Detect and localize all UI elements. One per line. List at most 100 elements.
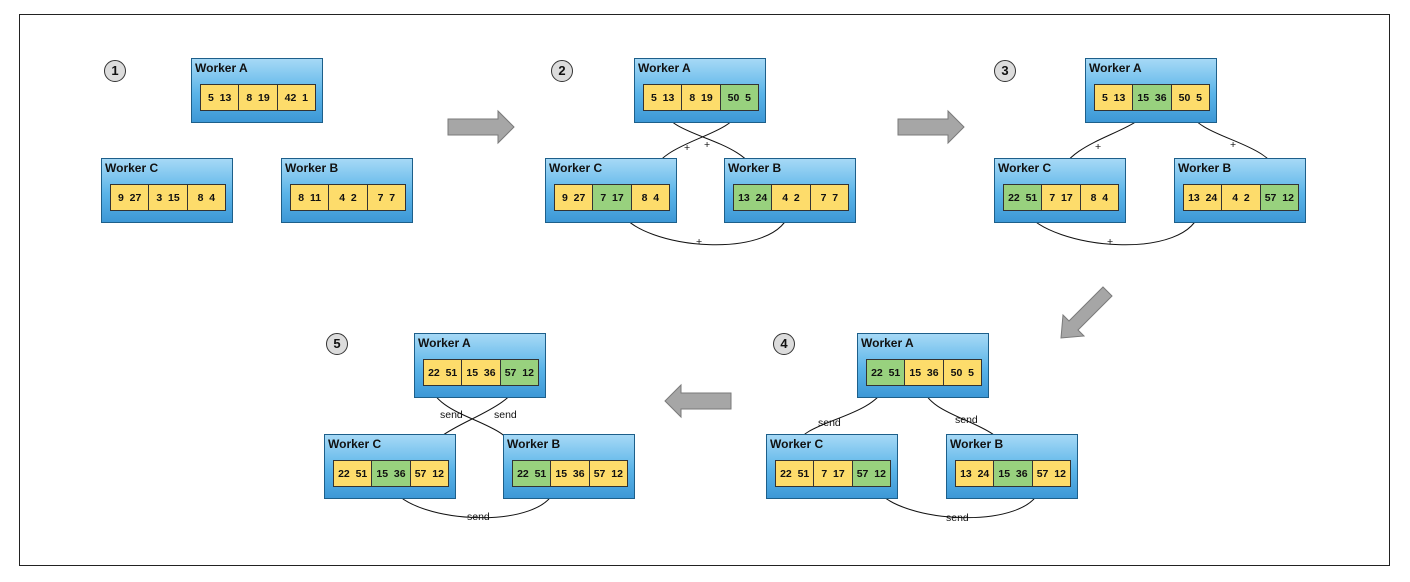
shard-cell: 8 19	[681, 85, 720, 110]
shard-row: 9 27 3 15 8 4	[110, 184, 226, 211]
shard-cell: 22 51	[513, 461, 551, 486]
shard-cell: 13 24	[734, 185, 772, 210]
shard-cell: 22 51	[334, 461, 372, 486]
worker-c-box: Worker C 9 27 3 15 8 4	[101, 158, 233, 223]
shard-row: 22 51 7 17 8 4	[1003, 184, 1119, 211]
shard-cell: 7 17	[592, 185, 631, 210]
shard-row: 22 51 15 36 50 5	[866, 359, 982, 386]
shard-row: 9 27 7 17 8 4	[554, 184, 670, 211]
worker-title: Worker A	[418, 336, 471, 350]
edge-label: +	[1230, 139, 1236, 151]
worker-title: Worker B	[285, 161, 339, 175]
shard-row: 5 13 8 19 50 5	[643, 84, 759, 111]
worker-title: Worker B	[950, 437, 1004, 451]
shard-cell: 15 36	[1132, 85, 1171, 110]
flow-arrow-2-3	[897, 109, 965, 145]
shard-cell: 5 13	[1095, 85, 1133, 110]
worker-c-box: Worker C 22 51 7 17 57 12	[766, 434, 898, 499]
shard-cell: 22 51	[1004, 185, 1042, 210]
edge-label: send	[467, 511, 490, 523]
shard-cell: 57 12	[409, 461, 448, 486]
worker-title: Worker C	[105, 161, 159, 175]
shard-cell: 57 12	[851, 461, 890, 486]
worker-title: Worker A	[195, 61, 248, 75]
shard-row: 22 51 15 36 57 12	[512, 460, 628, 487]
shard-cell: 57 12	[588, 461, 627, 486]
step-marker-1: 1	[104, 60, 126, 82]
worker-a-box: Worker A 5 13 8 19 42 1	[191, 58, 323, 123]
worker-b-box: Worker B 13 24 4 2 57 12	[1174, 158, 1306, 223]
shard-cell: 4 2	[1221, 185, 1260, 210]
worker-a-box: Worker A 5 13 15 36 50 5	[1085, 58, 1217, 123]
shard-cell: 57 12	[1031, 461, 1070, 486]
shard-row: 5 13 8 19 42 1	[200, 84, 316, 111]
edge-label: +	[1107, 236, 1113, 248]
shard-row: 22 51 7 17 57 12	[775, 460, 891, 487]
shard-cell: 13 24	[1184, 185, 1222, 210]
shard-cell: 7 7	[366, 185, 405, 210]
shard-cell: 15 36	[550, 461, 589, 486]
diagram-frame	[19, 14, 1390, 566]
shard-cell: 15 36	[461, 360, 500, 385]
shard-cell: 5 13	[644, 85, 682, 110]
shard-row: 13 24 4 2 7 7	[733, 184, 849, 211]
edge-p2-b-to-c	[619, 209, 791, 246]
shard-cell: 22 51	[424, 360, 462, 385]
shard-row: 5 13 15 36 50 5	[1094, 84, 1210, 111]
shard-cell: 8 4	[630, 185, 669, 210]
shard-cell: 50 5	[942, 360, 981, 385]
worker-c-box: Worker C 22 51 15 36 57 12	[324, 434, 456, 499]
shard-cell: 9 27	[555, 185, 593, 210]
worker-b-box: Worker B 13 24 4 2 7 7	[724, 158, 856, 223]
worker-title: Worker C	[998, 161, 1052, 175]
shard-cell: 50 5	[1170, 85, 1209, 110]
flow-arrow-3-4	[1060, 286, 1113, 339]
edge-p4-b-to-c	[874, 487, 1041, 519]
shard-cell: 4 2	[328, 185, 367, 210]
worker-c-box: Worker C 22 51 7 17 8 4	[994, 158, 1126, 223]
shard-row: 13 24 15 36 57 12	[955, 460, 1071, 487]
edge-label: +	[704, 139, 710, 151]
edge-label: send	[818, 417, 841, 429]
worker-a-box: Worker A 5 13 8 19 50 5	[634, 58, 766, 123]
edge-p3-b-to-c	[1024, 209, 1201, 246]
edge-label: +	[684, 142, 690, 154]
step-marker-5: 5	[326, 333, 348, 355]
step-marker-3: 3	[994, 60, 1016, 82]
edge-label: +	[696, 236, 702, 248]
worker-title: Worker B	[728, 161, 782, 175]
shard-cell: 8 4	[186, 185, 225, 210]
shard-cell: 22 51	[776, 461, 814, 486]
shard-row: 22 51 15 36 57 12	[423, 359, 539, 386]
worker-title: Worker B	[507, 437, 561, 451]
shard-cell: 15 36	[993, 461, 1032, 486]
edge-p5-b-to-c	[391, 487, 556, 519]
shard-cell: 22 51	[867, 360, 905, 385]
shard-cell: 7 17	[1041, 185, 1080, 210]
edge-label: send	[946, 512, 969, 524]
shard-cell: 9 27	[111, 185, 149, 210]
worker-b-box: Worker B 8 11 4 2 7 7	[281, 158, 413, 223]
step-marker-4: 4	[773, 333, 795, 355]
worker-b-box: Worker B 13 24 15 36 57 12	[946, 434, 1078, 499]
shard-cell: 57 12	[499, 360, 538, 385]
shard-cell: 8 4	[1079, 185, 1118, 210]
shard-cell: 3 15	[148, 185, 187, 210]
flow-arrow-1-2	[447, 109, 515, 145]
edge-label: send	[955, 414, 978, 426]
step-marker-2: 2	[551, 60, 573, 82]
shard-row: 8 11 4 2 7 7	[290, 184, 406, 211]
shard-cell: 4 2	[771, 185, 810, 210]
worker-c-box: Worker C 9 27 7 17 8 4	[545, 158, 677, 223]
shard-row: 13 24 4 2 57 12	[1183, 184, 1299, 211]
worker-title: Worker A	[861, 336, 914, 350]
shard-cell: 42 1	[276, 85, 315, 110]
shard-cell: 15 36	[904, 360, 943, 385]
worker-title: Worker A	[638, 61, 691, 75]
shard-cell: 7 7	[809, 185, 848, 210]
worker-title: Worker B	[1178, 161, 1232, 175]
worker-b-box: Worker B 22 51 15 36 57 12	[503, 434, 635, 499]
worker-a-box: Worker A 22 51 15 36 50 5	[857, 333, 989, 398]
worker-title: Worker C	[549, 161, 603, 175]
flow-arrow-4-5	[664, 383, 732, 419]
